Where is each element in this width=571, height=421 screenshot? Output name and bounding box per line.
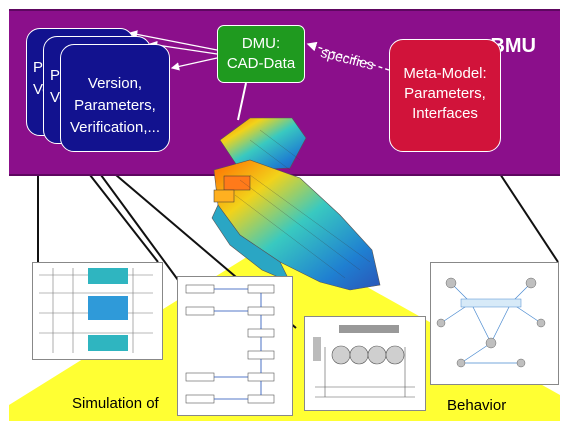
simulation-label: Simulation of: [72, 395, 159, 412]
flowchart-thumbnail: [177, 276, 293, 416]
meta-model-box: Meta-Model: Parameters, Interfaces: [389, 39, 501, 152]
card-front-line-2: Parameters,: [74, 97, 156, 114]
arrow-dmu-to-card-3: [170, 57, 218, 71]
card-front-line-1: Version,: [87, 75, 143, 92]
behavior-label: Behavior: [447, 397, 507, 414]
meta-line-2: Parameters,: [404, 85, 486, 102]
dmu-cad-data-box: DMU: CAD-Data: [217, 25, 305, 83]
cad-engine-top: [219, 117, 307, 171]
network-graph-thumbnail: [430, 262, 559, 385]
network-graph-graphic: [436, 277, 546, 368]
hydraulic-schematic-graphic: [313, 325, 415, 398]
cad-orange-block: [223, 175, 251, 191]
cad-orange-block-2: [213, 189, 235, 203]
block-diagram-thumbnail: [32, 262, 163, 360]
dmu-line-2: CAD-Data: [226, 55, 296, 72]
meta-line-3: Interfaces: [412, 105, 478, 122]
arrow-dmu-to-card-1: [128, 30, 218, 51]
hydraulic-schematic-thumbnail: [304, 316, 426, 411]
arrow-meta-to-dmu: [306, 41, 390, 71]
card-front-line-3: Verification,...: [69, 119, 161, 136]
dmu-line-1: DMU:: [241, 35, 281, 52]
meta-line-1: Meta-Model:: [403, 65, 487, 82]
version-card-front: Version, Parameters, Verification,...: [60, 44, 170, 152]
flowchart-graphic: [185, 284, 275, 404]
block-diagram-graphic: [39, 268, 153, 353]
line-dmu-to-model: [237, 82, 247, 121]
bmu-label: BMU: [490, 35, 536, 57]
card-back-1-line-1: P: [33, 59, 44, 76]
card-back-2-line-1: P: [50, 67, 61, 84]
